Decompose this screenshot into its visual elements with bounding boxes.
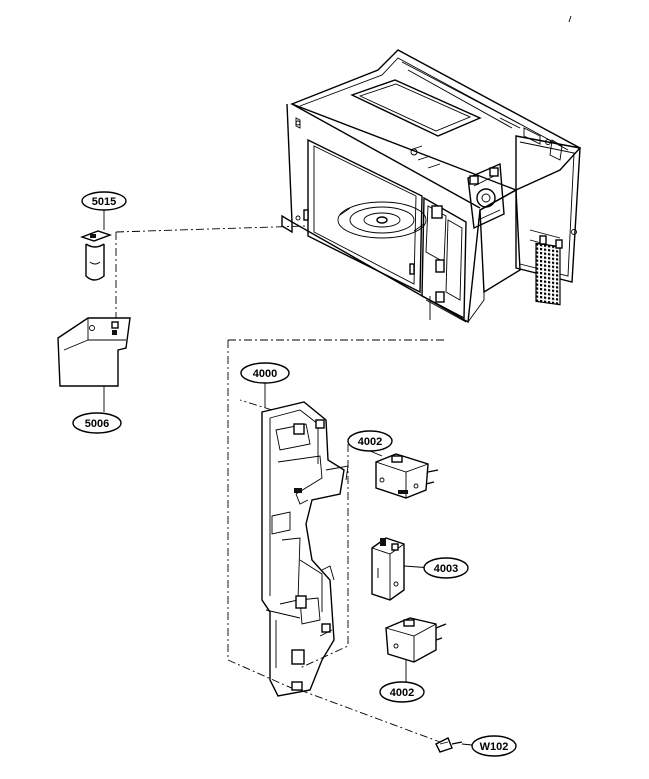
label-4000: 4000 [253,368,277,380]
label-w102: W102 [480,741,509,753]
part-4000-latch-holder[interactable] [240,362,349,697]
label-4002-top: 4002 [358,436,382,448]
label-4002-bottom: 4002 [390,687,414,699]
corner-mark [568,15,572,23]
label-5015: 5015 [92,196,116,208]
part-4002-bottom-switch[interactable] [379,617,447,703]
part-w102-screw[interactable] [435,735,517,757]
part-5015-lamp[interactable] [79,191,127,281]
label-4003: 4003 [434,563,458,575]
assembly-leader-lines [115,225,444,743]
part-4002-top-switch[interactable] [347,430,439,499]
part-5006-bracket[interactable] [57,317,131,434]
part-4003-switch[interactable] [371,537,469,601]
label-5006: 5006 [85,418,109,430]
oven-cavity-assembly [281,49,582,324]
